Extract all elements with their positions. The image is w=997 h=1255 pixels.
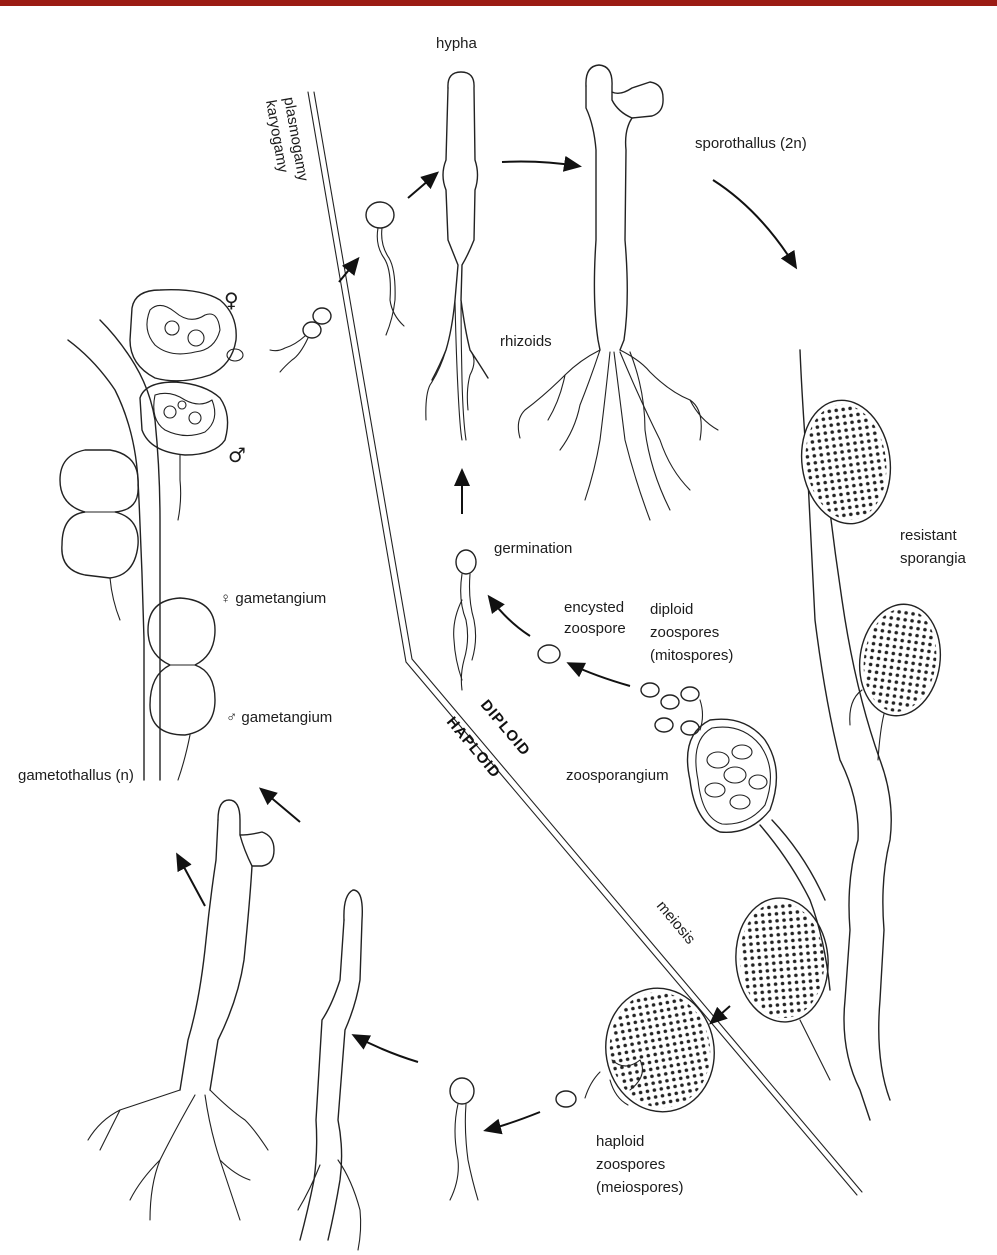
- label-male-symbol: ♂: [228, 443, 246, 467]
- label-resistant-2: sporangia: [900, 550, 967, 567]
- label-diploid-zoospores-1: diploid: [650, 601, 693, 618]
- cycle-arrows: [178, 162, 795, 1131]
- arrow-encysted-to-germination: [490, 598, 530, 636]
- young-hypha: [426, 72, 488, 440]
- label-diploid-zoospores-3: (mitospores): [650, 647, 733, 664]
- label-encysted-2: zoospore: [564, 620, 626, 637]
- encysted-zoospore: [538, 645, 560, 663]
- arrow-gametothallus-to-gametangia: [178, 856, 205, 906]
- sporothallus: [518, 65, 718, 520]
- label-haploid-zoospores-3: (meiospores): [596, 1179, 684, 1196]
- arrow-meiospore-to-germling: [487, 1112, 540, 1130]
- label-haploid-zoospores-2: zoospores: [596, 1156, 665, 1173]
- label-rhizoids: rhizoids: [500, 333, 552, 350]
- motile-zygote: [270, 308, 331, 372]
- label-sporothallus: sporothallus (2n): [695, 135, 807, 152]
- header-bar: [0, 0, 997, 6]
- label-male-gametangium: ♂ gametangium: [226, 709, 332, 726]
- arrow-germling-to-young-gametothallus: [355, 1036, 418, 1062]
- label-encysted-1: encysted: [564, 599, 624, 616]
- label-gametothallus: gametothallus (n): [18, 767, 134, 784]
- resistant-sporangia-plant: [731, 350, 948, 1120]
- arrow-zoospores-to-encysted: [570, 664, 630, 686]
- label-female-symbol: ♀: [224, 288, 239, 312]
- arrow-hypha-to-sporothallus: [502, 162, 578, 167]
- label-hypha: hypha: [436, 35, 478, 52]
- arrow-young-to-gametothallus: [262, 790, 300, 822]
- meiosporangium: [556, 980, 724, 1121]
- arrow-zygote-to-germling: [339, 260, 357, 282]
- label-diploid-zoospores-2: zoospores: [650, 624, 719, 641]
- haploid-germling: [450, 1078, 478, 1200]
- arrow-sporothallus-to-sporangia: [713, 180, 795, 266]
- label-resistant-1: resistant: [900, 527, 958, 544]
- young-gametothallus: [298, 890, 362, 1250]
- label-haploid-zoospores-1: haploid: [596, 1133, 644, 1150]
- encysted-germling-top: [366, 202, 404, 335]
- gametangia-plant: [60, 290, 243, 780]
- label-zoosporangium: zoosporangium: [566, 767, 669, 784]
- label-female-gametangium: ♀ gametangium: [220, 590, 326, 607]
- arrow-germling-to-hypha: [408, 174, 436, 198]
- germinating-spore: [454, 550, 476, 690]
- arrow-meiosis-to-meiosporangium: [712, 1006, 730, 1022]
- label-meiosis: meiosis: [653, 898, 699, 948]
- label-germination: germination: [494, 540, 572, 557]
- ploidy-boundary-line: [308, 92, 862, 1195]
